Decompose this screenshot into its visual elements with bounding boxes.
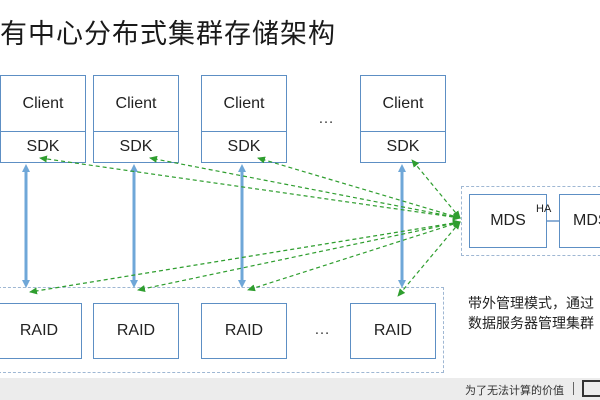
client-label: Client <box>94 76 178 132</box>
raid-label: RAID <box>116 322 156 339</box>
mds-sdk-link-1 <box>39 155 461 221</box>
raid-node-2: RAID <box>93 303 179 359</box>
sdk-label: SDK <box>386 138 420 155</box>
client-label: Client <box>361 76 445 132</box>
raid-node-4: RAID <box>350 303 436 359</box>
client-node-4: Client SDK <box>360 75 446 163</box>
sdk-label: SDK <box>227 138 261 155</box>
mds-raid-link-4 <box>397 221 461 297</box>
raid-label: RAID <box>373 322 413 339</box>
page-title: 有中心分布式集群存储架构 <box>0 19 336 49</box>
client-label: Client <box>1 76 85 132</box>
brand-logo-icon <box>582 380 600 397</box>
footer-slogan: 为了无法计算的价值 <box>465 385 564 397</box>
mds-group <box>461 186 600 256</box>
mds-sdk-link-4 <box>411 159 461 219</box>
footer-bar: 为了无法计算的价值 <box>0 378 600 400</box>
client-node-2: Client SDK <box>93 75 179 163</box>
mds-primary: MDS <box>469 194 547 248</box>
mds-raid-link-2 <box>137 220 461 292</box>
mds-raid-link-3 <box>247 220 461 292</box>
note-line-2: 数据服务器管理集群 <box>468 315 594 331</box>
mds-sdk-link-3 <box>257 156 461 220</box>
sdk-label: SDK <box>119 138 153 155</box>
mds-secondary: MDS <box>559 194 600 248</box>
client-ellipsis: … <box>318 110 334 127</box>
mds-sdk-link-2 <box>149 155 461 221</box>
ha-label: HA <box>536 203 552 215</box>
note-line-1: 带外管理模式，通过 <box>468 295 594 311</box>
footer-separator <box>573 382 574 395</box>
raid-label: RAID <box>224 322 264 339</box>
client-node-1: Client SDK <box>0 75 86 163</box>
raid-ellipsis: … <box>314 321 330 338</box>
mds-secondary-label: MDS <box>573 212 600 229</box>
mds-primary-label: MDS <box>490 212 526 229</box>
raid-label: RAID <box>19 322 59 339</box>
raid-node-3: RAID <box>201 303 287 359</box>
raid-node-1: RAID <box>0 303 82 359</box>
sdk-label: SDK <box>26 138 60 155</box>
client-label: Client <box>202 76 286 132</box>
management-note: 带外管理模式，通过 数据服务器管理集群 <box>468 293 600 333</box>
mds-raid-link-1 <box>29 219 461 295</box>
